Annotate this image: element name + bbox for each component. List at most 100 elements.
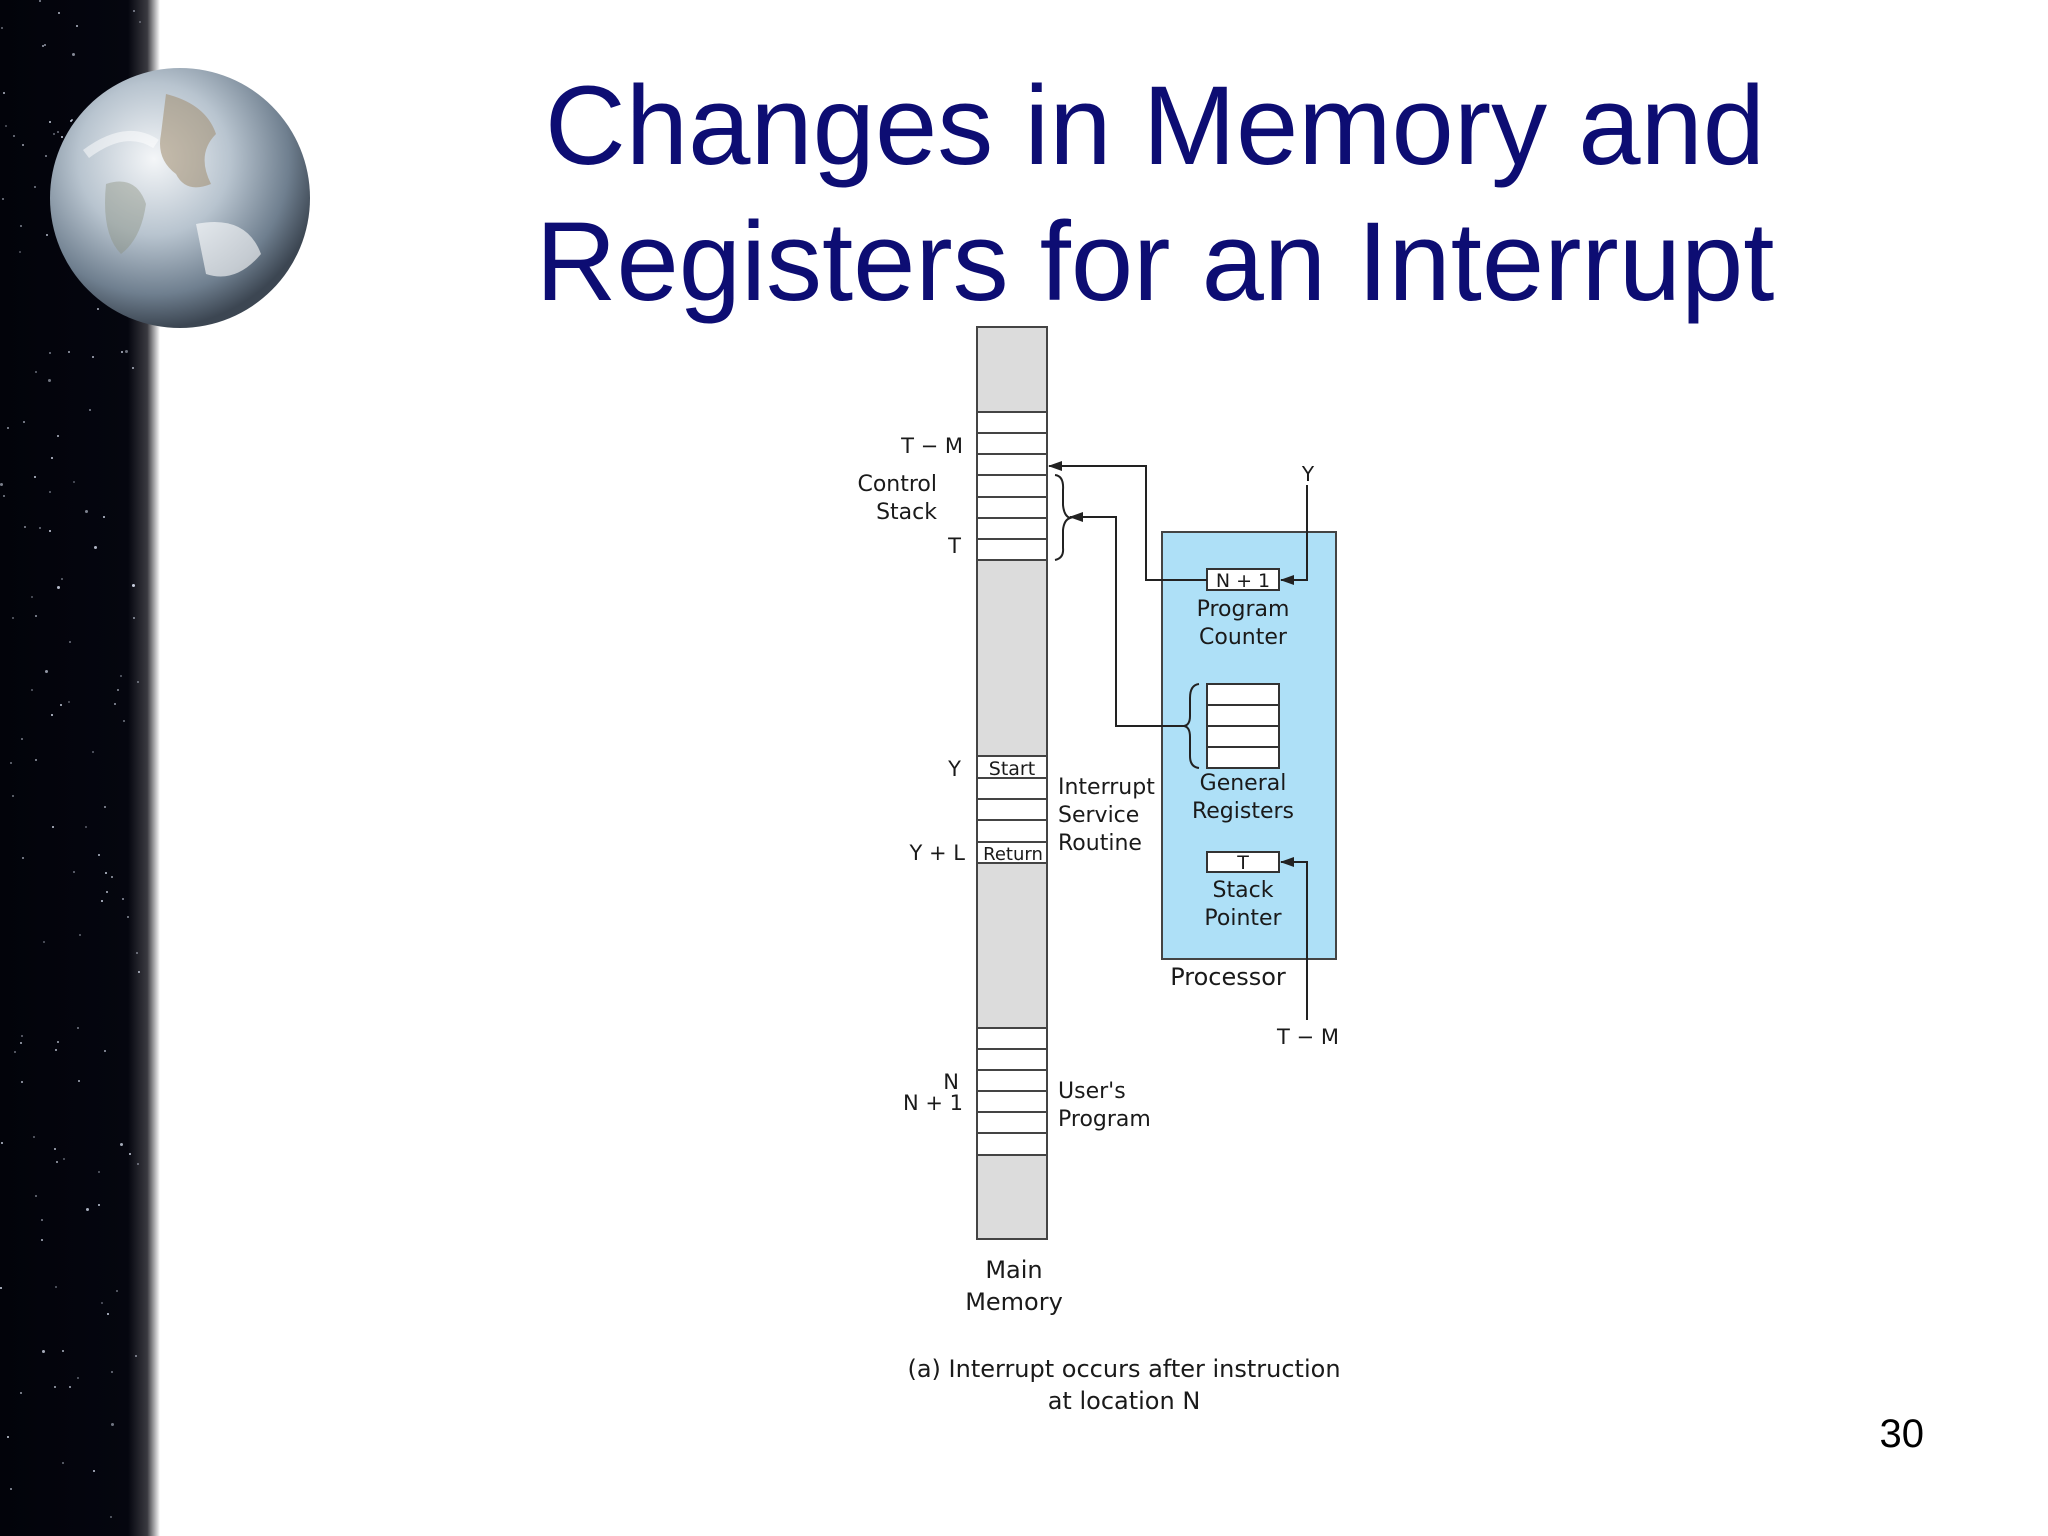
star	[45, 670, 48, 673]
star	[129, 1153, 131, 1155]
star	[1, 1142, 3, 1144]
star	[34, 476, 36, 478]
star	[63, 1158, 65, 1160]
star	[39, 0, 41, 2]
star	[39, 527, 41, 529]
star	[71, 119, 73, 121]
isr-label-3: Routine	[1058, 831, 1142, 856]
t-minus-m-input-label: T − M	[1276, 1025, 1339, 1049]
processor-caption: Processor	[1170, 963, 1286, 991]
start-cell-label: Start	[989, 758, 1035, 780]
star	[85, 826, 87, 828]
star	[122, 898, 124, 900]
main-memory-caption-1: Main	[985, 1256, 1042, 1284]
star	[68, 701, 70, 703]
star	[97, 308, 99, 310]
star	[62, 1350, 64, 1352]
star	[61, 578, 63, 580]
t-label: T	[947, 534, 961, 558]
star	[49, 530, 51, 532]
star	[69, 1386, 71, 1388]
general-registers-block	[1206, 683, 1280, 769]
star	[61, 136, 63, 138]
control-stack-label-1: Control	[857, 472, 937, 497]
star	[104, 806, 106, 808]
star	[49, 352, 51, 354]
star	[14, 1051, 16, 1053]
star	[120, 1143, 123, 1146]
program-counter-label-2: Counter	[1199, 625, 1288, 650]
star	[120, 675, 122, 677]
figure-caption-line-2: at location N	[1048, 1387, 1201, 1415]
star	[133, 10, 135, 12]
star	[35, 1195, 37, 1197]
star	[60, 704, 62, 706]
main-memory-caption-2: Memory	[965, 1288, 1063, 1316]
star	[1, 27, 3, 29]
star	[31, 689, 33, 691]
star	[69, 641, 71, 643]
star	[3, 495, 5, 497]
star	[138, 971, 140, 973]
star	[51, 457, 53, 459]
star	[35, 615, 37, 617]
star	[106, 891, 108, 893]
star	[0, 1287, 2, 1289]
star	[110, 1516, 112, 1518]
star	[10, 1488, 12, 1490]
star	[72, 53, 75, 56]
stack-pointer-label-1: Stack	[1213, 878, 1274, 903]
star	[137, 681, 139, 683]
y-label: Y	[947, 757, 961, 781]
program-counter-value: N + 1	[1216, 570, 1270, 592]
star	[117, 689, 119, 691]
y-input-label: Y	[1301, 462, 1315, 486]
star	[92, 356, 94, 358]
star	[127, 916, 129, 918]
star	[49, 491, 51, 493]
star	[41, 1239, 43, 1241]
star	[86, 1208, 89, 1211]
star	[104, 1050, 106, 1052]
star	[48, 379, 51, 382]
star	[135, 1355, 137, 1357]
star	[42, 1350, 45, 1353]
star	[43, 941, 45, 943]
main-memory-column	[976, 326, 1048, 1240]
star	[10, 762, 12, 764]
star	[136, 952, 138, 954]
star	[12, 795, 14, 797]
star	[107, 1313, 109, 1315]
star	[35, 371, 37, 373]
star	[98, 854, 100, 856]
star	[20, 225, 22, 227]
star	[58, 12, 60, 14]
star	[46, 234, 48, 236]
star	[52, 826, 54, 828]
star	[44, 44, 46, 46]
star	[101, 900, 103, 902]
star	[56, 1161, 58, 1163]
star	[2, 198, 4, 200]
star	[21, 1081, 23, 1083]
star	[73, 481, 75, 483]
star	[55, 1049, 57, 1051]
star	[125, 350, 128, 353]
slide-title-line-2: Registers for an Interrupt	[535, 199, 1775, 324]
star	[5, 125, 7, 127]
t-minus-m-label: T − M	[900, 434, 963, 458]
general-registers-label-1: General	[1200, 771, 1287, 796]
star	[94, 546, 97, 549]
star	[76, 25, 78, 27]
program-counter-label-1: Program	[1197, 597, 1290, 622]
star	[13, 135, 15, 137]
star	[79, 934, 81, 936]
star	[121, 351, 123, 353]
star	[45, 155, 47, 157]
star	[103, 516, 105, 518]
star	[98, 1171, 100, 1173]
star	[31, 596, 33, 598]
star	[123, 720, 125, 722]
star	[35, 759, 37, 761]
general-registers-label-2: Registers	[1192, 799, 1294, 824]
